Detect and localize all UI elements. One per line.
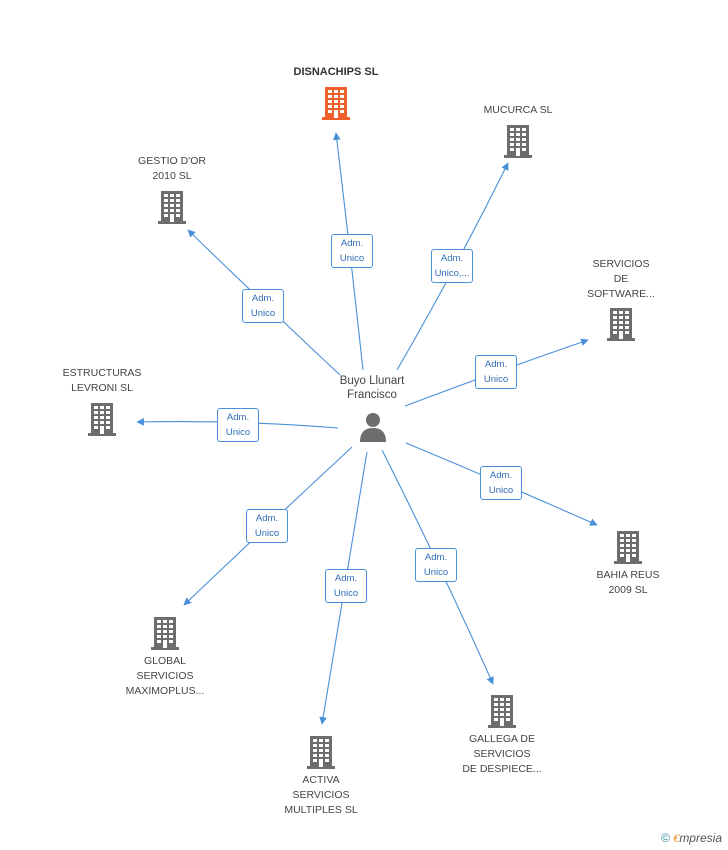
building-icon-gallega[interactable]: [486, 694, 518, 728]
building-icon-estructuras[interactable]: [86, 402, 118, 436]
building-icon-global[interactable]: [149, 616, 181, 650]
company-label-activa[interactable]: ACTIVA SERVICIOS MULTIPLES SL: [284, 774, 358, 816]
company-label-gallega[interactable]: GALLEGA DE SERVICIOS DE DESPIECE...: [462, 733, 542, 775]
copyright-symbol: ©: [661, 831, 670, 845]
building-icon-servicios-software[interactable]: [605, 307, 637, 341]
copyright-footer: © €mpresia: [661, 831, 722, 846]
person-icon[interactable]: [359, 412, 387, 442]
building-icon-activa[interactable]: [305, 735, 337, 769]
company-label-disnachips[interactable]: DISNACHIPS SL: [293, 66, 379, 78]
edge-label-activa[interactable]: Adm. Unico: [325, 569, 367, 603]
company-label-global[interactable]: GLOBAL SERVICIOS MAXIMOPLUS...: [125, 655, 205, 697]
brand-initial: €: [673, 831, 680, 845]
center-person-name[interactable]: Buyo Llunart Francisco: [339, 375, 405, 401]
building-icon-gestio[interactable]: [156, 190, 188, 224]
company-label-bahia[interactable]: BAHIA REUS 2009 SL: [596, 569, 660, 596]
edge-label-estructuras[interactable]: Adm. Unico: [217, 408, 259, 442]
company-label-gestio[interactable]: GESTIO D'OR 2010 SL: [138, 155, 206, 182]
company-label-mucurca[interactable]: MUCURCA SL: [483, 104, 553, 116]
brand-name: mpresia: [679, 831, 722, 845]
building-icon-mucurca[interactable]: [502, 124, 534, 158]
edge-label-bahia[interactable]: Adm. Unico: [480, 466, 522, 500]
building-icon-disnachips[interactable]: [320, 86, 352, 120]
edge-label-global[interactable]: Adm. Unico: [246, 509, 288, 543]
edge-label-mucurca[interactable]: Adm. Unico,...: [431, 249, 473, 283]
edge-label-servicios-software[interactable]: Adm. Unico: [475, 355, 517, 389]
edge-label-disnachips[interactable]: Adm. Unico: [331, 234, 373, 268]
edge-label-gestio[interactable]: Adm. Unico: [242, 289, 284, 323]
company-label-estructuras[interactable]: ESTRUCTURAS LEVRONI SL: [62, 367, 142, 394]
company-label-servicios-software[interactable]: SERVICIOS DE SOFTWARE...: [587, 258, 655, 300]
edge-label-gallega[interactable]: Adm. Unico: [415, 548, 457, 582]
building-icon-bahia[interactable]: [612, 530, 644, 564]
